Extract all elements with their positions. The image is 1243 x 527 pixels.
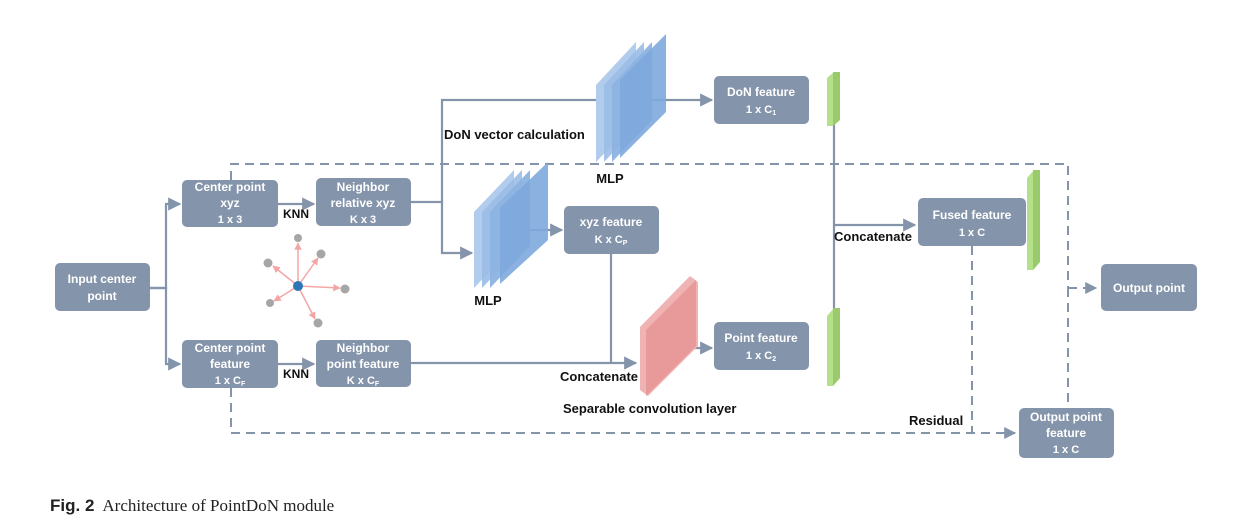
box-center-xyz-line-3: 1 x 3 xyxy=(218,214,242,226)
box-point-feature-line-1: Point feature xyxy=(724,331,798,345)
box-point-feature: Point feature 1 x C2 xyxy=(714,322,809,370)
box-xyz-feature-line-1: xyz feature xyxy=(580,215,643,229)
box-output-point-line-1: Output point xyxy=(1113,281,1185,295)
box-neighbor-relative-xyz: Neighbor relative xyz K x 3 xyxy=(316,178,411,226)
label-concatenate-right: Concatenate xyxy=(834,229,912,244)
dashed-xyz-skip xyxy=(230,163,1069,288)
arrow-input-to-center-feature xyxy=(150,286,182,371)
box-output-point-feature: Output point feature 1 x C xyxy=(1019,408,1114,458)
box-neighbor-xyz-line-1: Neighbor xyxy=(337,180,390,194)
box-center-xyz-line-1: Center point xyxy=(195,180,266,194)
arrow-to-mid-mlp xyxy=(440,202,474,260)
label-don-vector-calculation: DoN vector calculation xyxy=(444,127,585,142)
box-input-line-1: Input center xyxy=(68,272,137,286)
box-neighbor-feat-line-2: point feature xyxy=(327,357,400,371)
box-don-feature-line-1: DoN feature xyxy=(727,85,795,99)
figure-caption: Fig. 2 Architecture of PointDoN module xyxy=(50,496,334,516)
line-to-don-mlp xyxy=(411,98,596,204)
arrow-input-to-center-xyz xyxy=(150,197,182,290)
label-concatenate-left: Concatenate xyxy=(560,369,638,384)
box-output-feature-line-2: feature xyxy=(1046,426,1086,440)
box-input-center-point: Input center point xyxy=(55,263,150,311)
box-fused-feature: Fused feature 1 x C xyxy=(918,198,1026,246)
box-xyz-feature: xyz feature K x CP xyxy=(564,206,659,254)
box-neighbor-xyz-line-3: K x 3 xyxy=(350,214,376,226)
box-output-feature-line-3: 1 x C xyxy=(1053,444,1079,456)
label-residual: Residual xyxy=(909,413,963,428)
figure-caption-text: Architecture of PointDoN module xyxy=(102,496,335,515)
label-knn-top: KNN xyxy=(283,207,309,221)
box-fused-feature-line-1: Fused feature xyxy=(933,208,1012,222)
box-output-point: Output point xyxy=(1101,264,1197,311)
residual-connectors xyxy=(230,163,1098,439)
box-center-point-feature: Center point feature 1 x CF xyxy=(182,340,278,388)
box-fused-feature-line-2: 1 x C xyxy=(959,227,985,239)
box-neighbor-xyz-line-2: relative xyz xyxy=(331,196,396,210)
dashed-feature-residual xyxy=(230,388,1017,439)
label-knn-bottom: KNN xyxy=(283,367,309,381)
mlp-top xyxy=(596,34,666,162)
knn-neighborhood-illustration xyxy=(263,234,350,328)
label-separable-convolution: Separable convolution layer xyxy=(563,401,736,416)
box-center-feat-line-3: 1 x CF xyxy=(215,375,246,388)
box-don-feature: DoN feature 1 x C1 xyxy=(714,76,809,124)
box-center-feat-line-2: feature xyxy=(210,357,250,371)
green-bars xyxy=(827,72,1040,386)
box-center-feat-line-1: Center point xyxy=(195,341,266,355)
box-input-line-2: point xyxy=(87,289,116,303)
box-point-feature-line-2: 1 x C2 xyxy=(746,350,776,363)
box-output-feature-line-1: Output point xyxy=(1030,410,1102,424)
box-don-feature-line-2: 1 x C1 xyxy=(746,104,776,117)
box-center-point-xyz: Center point xyz 1 x 3 xyxy=(182,180,278,227)
box-neighbor-feat-line-1: Neighbor xyxy=(337,341,390,355)
box-neighbor-point-feature: Neighbor point feature K x CF xyxy=(316,340,411,388)
label-mlp-top: MLP xyxy=(596,171,624,186)
label-mlp-mid: MLP xyxy=(474,293,502,308)
separable-conv-layer xyxy=(640,276,698,396)
figure-number: Fig. 2 xyxy=(50,496,95,515)
mlp-mid xyxy=(474,162,548,288)
box-xyz-feature-line-2: K x CP xyxy=(595,234,628,247)
box-neighbor-feat-line-3: K x CF xyxy=(347,375,380,388)
box-center-xyz-line-2: xyz xyxy=(220,196,239,210)
